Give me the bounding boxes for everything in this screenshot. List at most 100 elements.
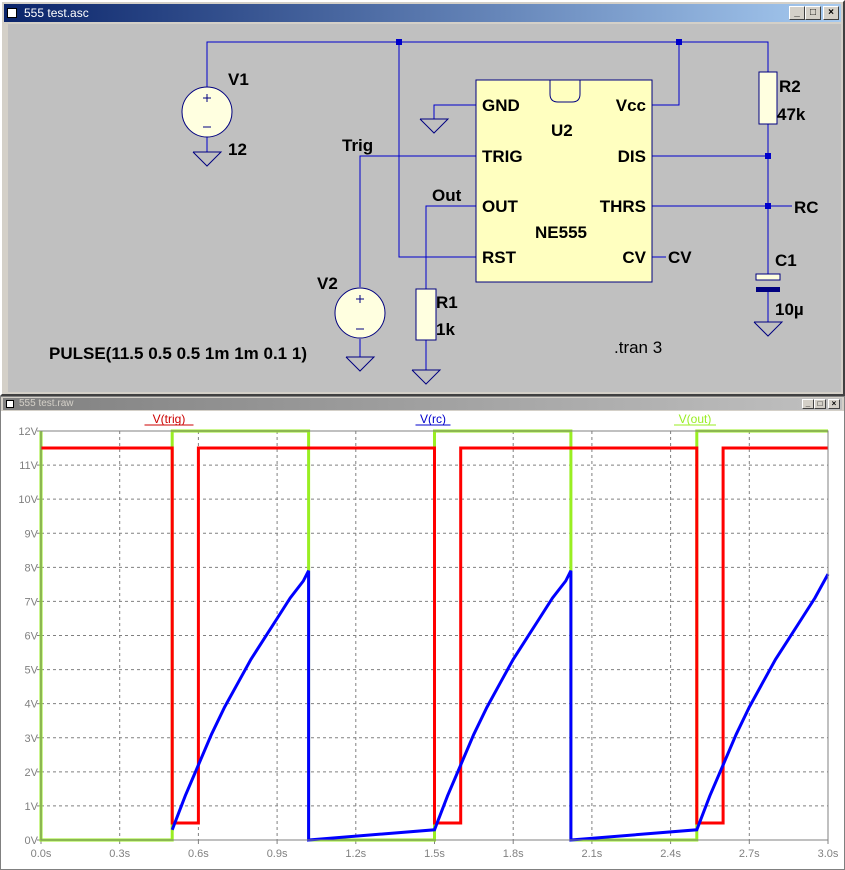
ground-symbols (192, 118, 784, 385)
x-tick-label: 0.0s (31, 848, 52, 860)
minimize-button[interactable]: _ (802, 399, 814, 409)
r2-ref-label: R2 (779, 77, 801, 96)
x-tick-label: 2.4s (660, 848, 681, 860)
net-label-rc: RC (794, 198, 819, 217)
ltspice-schematic-icon (7, 8, 17, 18)
r2-value-label: 47k (777, 105, 806, 124)
r1-resistor-symbol (415, 288, 437, 341)
net-label-out: Out (432, 186, 462, 205)
waveform-window: 555 test.raw _ □ × 0V 1V 2V 3V 4V 5V 6V 7V 8V 9V 1… (0, 396, 845, 870)
junction-dot (396, 39, 402, 45)
y-tick-label: 1V (25, 801, 39, 813)
y-tick-label: 2V (25, 767, 39, 779)
ltspice-waveform-icon (6, 400, 14, 408)
net-label-cv: CV (668, 248, 692, 267)
junction-dots (396, 39, 771, 209)
junction-dot (676, 39, 682, 45)
schematic-canvas[interactable]: GND TRIG OUT RST Vcc DIS THRS CV U2 NE55… (8, 24, 841, 392)
plot-frame (40, 430, 829, 841)
y-tick-label: 8V (25, 562, 39, 574)
y-axis-ticks: 0V 1V 2V 3V 4V 5V 6V 7V 8V 9V 10V 11V 12V (18, 426, 41, 847)
ne555-chip-symbol (475, 79, 653, 283)
spice-directive: .tran 3 (614, 338, 662, 357)
y-tick-label: 5V (25, 665, 39, 677)
c1-value-label: 10µ (775, 300, 804, 319)
schematic-window-title: 555 test.asc (24, 6, 89, 20)
y-tick-label: 6V (25, 631, 39, 643)
trace-v-rc (170, 570, 830, 842)
schematic-title-bar[interactable]: 555 test.asc _ □ × (4, 4, 841, 22)
x-tick-label: 2.7s (739, 848, 760, 860)
v2-source-symbol (334, 287, 386, 339)
legend-v-rc[interactable]: V(rc) (420, 412, 446, 426)
waveform-window-title: 555 test.raw (19, 398, 74, 409)
v2-value-label: PULSE(11.5 0.5 0.5 1m 1m 0.1 1) (49, 344, 307, 363)
c1-ref-label: C1 (775, 251, 797, 270)
v2-ref-label: V2 (317, 274, 338, 293)
x-tick-label: 1.5s (424, 848, 445, 860)
y-tick-label: 9V (25, 528, 39, 540)
v1-ref-label: V1 (228, 70, 249, 89)
v1-source-symbol (181, 86, 233, 138)
wire-reset (398, 42, 476, 258)
x-tick-label: 1.8s (503, 848, 524, 860)
ground-icon (411, 369, 442, 385)
schematic-window-controls: _ □ × (789, 6, 839, 20)
wire-vcc-pin (652, 42, 680, 106)
wire-gnd-pin (433, 104, 476, 119)
maximize-button[interactable]: □ (814, 399, 826, 409)
y-tick-label: 0V (25, 835, 39, 847)
close-button[interactable]: × (823, 6, 839, 20)
junction-dot (765, 203, 771, 209)
x-tick-label: 1.2s (345, 848, 366, 860)
pin-thrs-label: THRS (600, 197, 646, 216)
ground-icon (753, 321, 784, 337)
wire-trig (359, 155, 476, 287)
legend-v-out[interactable]: V(out) (679, 412, 712, 426)
y-tick-label: 10V (18, 494, 38, 506)
waveform-window-controls: _ □ × (802, 399, 840, 409)
ground-icon (192, 151, 223, 167)
pin-rst-label: RST (482, 248, 517, 267)
pin-dis-label: DIS (618, 147, 646, 166)
schematic-drawing[interactable]: GND TRIG OUT RST Vcc DIS THRS CV U2 NE55… (8, 24, 841, 392)
x-tick-label: 0.9s (267, 848, 288, 860)
legend-v-trig[interactable]: V(trig) (153, 412, 186, 426)
chip-notch (549, 80, 581, 103)
wires (206, 41, 792, 370)
pin-cv-label: CV (622, 248, 646, 267)
schematic-window: 555 test.asc _ □ × (0, 0, 845, 396)
wire-out (425, 205, 476, 289)
y-tick-label: 12V (18, 426, 38, 438)
c1-capacitor-symbol (755, 273, 781, 292)
y-tick-label: 3V (25, 733, 39, 745)
plot-background (1, 411, 844, 869)
x-tick-label: 3.0s (818, 848, 839, 860)
y-tick-label: 7V (25, 596, 39, 608)
r1-value-label: 1k (436, 320, 455, 339)
r2-resistor-symbol (758, 71, 778, 125)
ground-icon (345, 356, 376, 372)
y-tick-label: 11V (19, 460, 38, 472)
wire-vcc-rail (206, 41, 769, 87)
y-tick-label: 4V (25, 699, 39, 711)
x-tick-label: 0.6s (188, 848, 209, 860)
close-button[interactable]: × (828, 399, 840, 409)
net-label-trig: Trig (342, 136, 373, 155)
waveform-title-bar[interactable]: 555 test.raw _ □ × (3, 398, 842, 410)
chip-part-label: NE555 (535, 223, 587, 242)
r1-ref-label: R1 (436, 293, 458, 312)
x-tick-label: 2.1s (582, 848, 603, 860)
x-tick-label: 0.3s (109, 848, 130, 860)
trace-legend: V(trig) V(rc) V(out) (144, 412, 716, 426)
x-axis-ticks: 0.0s 0.3s 0.6s 0.9s 1.2s 1.5s 1.8s 2.1s 2.4s 2.7s… (31, 840, 839, 860)
minimize-button[interactable]: _ (789, 6, 805, 20)
pin-out-label: OUT (482, 197, 519, 216)
trace-v-trig (41, 446, 828, 825)
chip-ref-label: U2 (551, 121, 573, 140)
pin-vcc-label: Vcc (616, 96, 646, 115)
ground-icon (419, 118, 450, 134)
junction-dot (765, 153, 771, 159)
maximize-button[interactable]: □ (805, 6, 821, 20)
